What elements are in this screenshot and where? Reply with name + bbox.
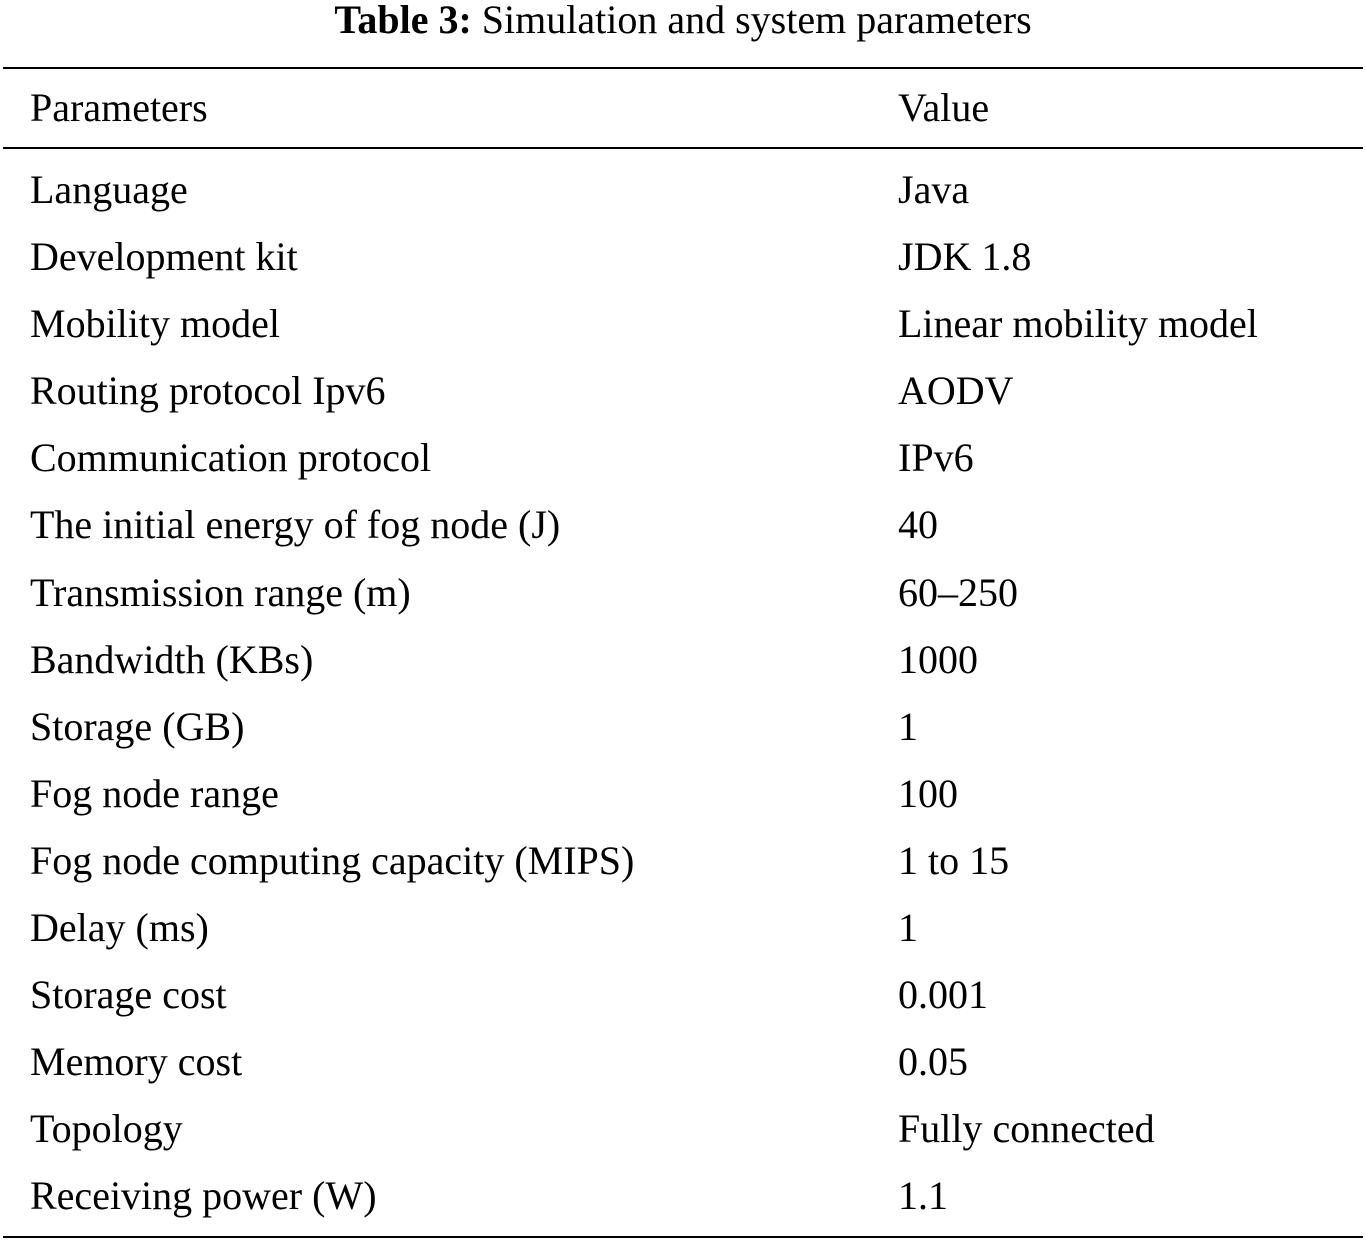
column-header-value: Value (898, 85, 990, 130)
value-cell: 0.05 (898, 1039, 968, 1085)
parameter-cell: Mobility model (30, 301, 280, 347)
table-caption-title: Simulation and system parameters (481, 0, 1032, 42)
value-cell: IPv6 (898, 435, 974, 481)
parameter-cell: Storage (GB) (30, 703, 245, 749)
value-cell: 100 (898, 770, 958, 816)
table-header-row: Parameters Value (0, 82, 1366, 134)
table-row: Communication protocol IPv6 (0, 432, 1366, 499)
table-caption: Table 3: Simulation and system parameter… (0, 0, 1366, 40)
value-cell: Java (898, 167, 970, 212)
table-header-rule (3, 147, 1363, 149)
parameter-cell: Transmission range (m) (30, 569, 411, 615)
table-row: Mobility model Linear mobility model (0, 298, 1366, 365)
value-cell: Linear mobility model (898, 301, 1258, 347)
table-row: Routing protocol Ipv6 AODV (0, 365, 1366, 432)
parameter-cell: Routing protocol Ipv6 (30, 368, 386, 414)
parameter-cell: Language (30, 167, 188, 212)
value-cell: JDK 1.8 (898, 234, 1032, 280)
table-caption-label: Table 3: (334, 0, 472, 42)
table-top-rule (3, 67, 1363, 69)
column-header-parameters: Parameters (30, 85, 208, 130)
parameter-cell: Fog node range (30, 770, 279, 816)
table-bottom-rule (3, 1236, 1363, 1238)
table-row: Fog node computing capacity (MIPS) 1 to … (0, 835, 1366, 902)
table-row: Bandwidth (KBs) 1000 (0, 634, 1366, 701)
table-row: Development kit JDK 1.8 (0, 231, 1366, 298)
parameter-cell: Bandwidth (KBs) (30, 636, 314, 682)
table-row: Transmission range (m) 60–250 (0, 567, 1366, 634)
table-row: Storage cost 0.001 (0, 969, 1366, 1036)
value-cell: 1 to 15 (898, 837, 1010, 883)
table-row: The initial energy of fog node (J) 40 (0, 499, 1366, 566)
table-body: Language Java Development kit JDK 1.8 Mo… (0, 164, 1366, 1238)
value-cell: Fully connected (898, 1106, 1155, 1152)
table-row: Receiving power (W) 1.1 (0, 1170, 1366, 1237)
value-cell: 60–250 (898, 569, 1018, 615)
parameter-cell: Topology (30, 1106, 183, 1152)
value-cell: 1 (898, 905, 918, 951)
value-cell: AODV (898, 368, 1014, 414)
parameter-cell: The initial energy of fog node (J) (30, 502, 561, 548)
value-cell: 1000 (898, 636, 978, 682)
parameter-cell: Development kit (30, 234, 298, 280)
value-cell: 40 (898, 502, 938, 548)
parameter-cell: Delay (ms) (30, 905, 209, 951)
table-row: Delay (ms) 1 (0, 902, 1366, 969)
table-row: Fog node range 100 (0, 768, 1366, 835)
parameter-cell: Communication protocol (30, 435, 432, 481)
table-row: Language Java (0, 164, 1366, 231)
parameter-cell: Memory cost (30, 1039, 243, 1085)
value-cell: 1.1 (898, 1173, 948, 1219)
value-cell: 0.001 (898, 972, 988, 1018)
parameter-cell: Fog node computing capacity (MIPS) (30, 837, 635, 883)
parameter-cell: Storage cost (30, 972, 227, 1018)
parameter-cell: Receiving power (W) (30, 1173, 377, 1219)
table-row: Topology Fully connected (0, 1103, 1366, 1170)
table-row: Memory cost 0.05 (0, 1036, 1366, 1103)
value-cell: 1 (898, 703, 918, 749)
table-row: Storage (GB) 1 (0, 701, 1366, 768)
